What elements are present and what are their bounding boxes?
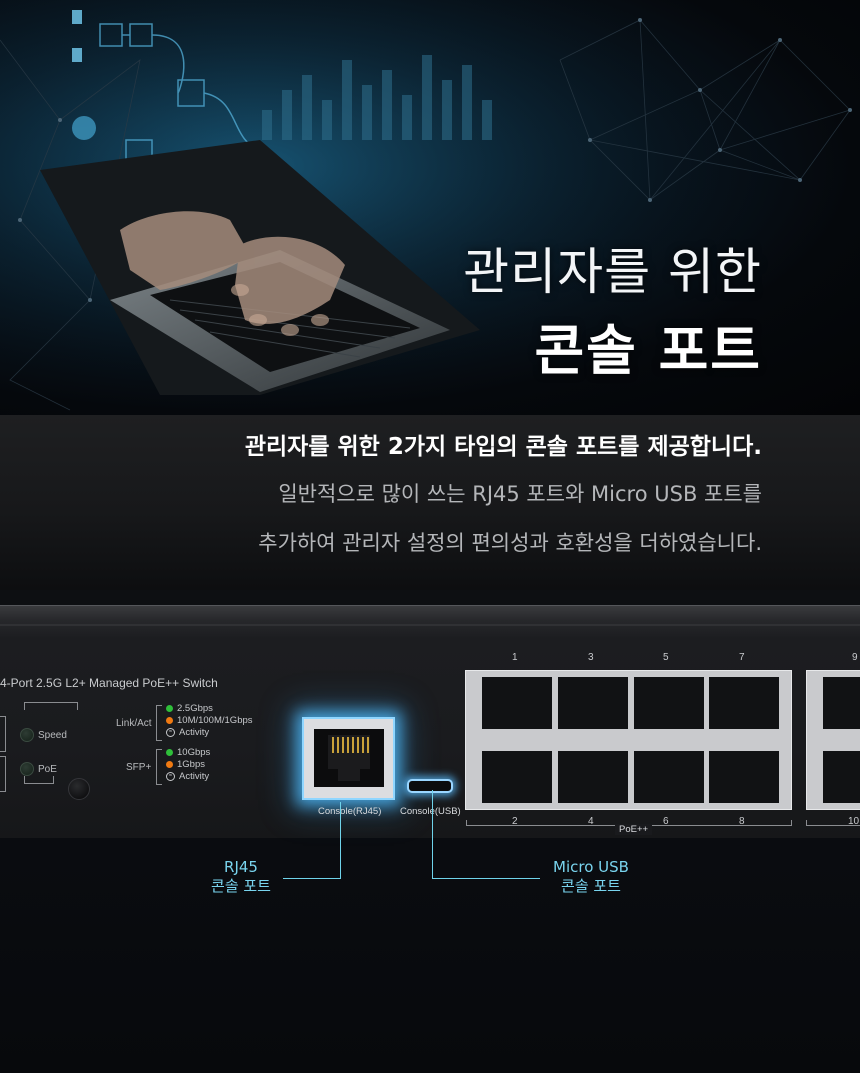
indicator-bracket [24,776,54,784]
legend-row: 10Gbps [166,747,210,758]
poe-led [20,762,34,776]
ethernet-port-block [465,670,792,810]
ethernet-port-8[interactable] [709,751,779,803]
legend-row: 2.5Gbps [166,703,213,714]
ethernet-port-4[interactable] [558,751,628,803]
speed-led [20,728,34,742]
panel-rim [0,624,860,626]
switch-front-panel: 4-Port 2.5G L2+ Managed PoE++ Switch Spe… [0,605,860,838]
legend-label: Activity [179,771,210,782]
rj45-jack [314,729,384,787]
legend-row: ≈ Activity [166,727,209,738]
ethernet-port-9[interactable] [823,677,860,729]
intro-section: 관리자를 위한 2가지 타입의 콘솔 포트를 제공합니다. 일반적으로 많이 쓰… [0,415,860,590]
legend-bracket [156,705,162,741]
legend-label: 1Gbps [177,759,205,770]
legend-bracket [156,749,162,785]
green-led-icon [166,705,173,712]
hero-title-line1: 관리자를 위한 [463,243,762,301]
port-number: 5 [663,652,669,663]
sfp-title: SFP+ [126,762,152,773]
port-number: 8 [739,816,745,827]
hero-banner: 관리자를 위한 콘솔 포트 [0,0,860,415]
poe-label: PoE [38,764,57,775]
link-act-title: Link/Act [116,718,152,729]
orange-led-icon [166,761,173,768]
ethernet-port-5[interactable] [634,677,704,729]
legend-row: 10M/100M/1Gbps [166,715,253,726]
orange-led-icon [166,717,173,724]
device-section: 4-Port 2.5G L2+ Managed PoE++ Switch Spe… [0,590,860,1073]
hero-title: 관리자를 위한 콘솔 포트 [463,232,762,385]
rj45-callout-line1: RJ45 [224,858,258,876]
indicator-bracket [0,716,6,752]
console-usb-port[interactable] [407,779,453,793]
port-number: 6 [663,816,669,827]
ethernet-port-7[interactable] [709,677,779,729]
green-led-icon [166,749,173,756]
indicator-bracket [24,702,78,710]
intro-description-line1: 일반적으로 많이 쓰는 RJ45 포트와 Micro USB 포트를 [278,482,762,506]
legend-label: 2.5Gbps [177,703,213,714]
console-rj45-label: Console(RJ45) [318,806,382,817]
hero-title-line2: 콘솔 포트 [534,319,762,382]
rj45-callout: RJ45 콘솔 포트 [206,858,276,896]
usb-callout-line [432,790,433,878]
console-rj45-port[interactable] [302,717,395,800]
model-label: 4-Port 2.5G L2+ Managed PoE++ Switch [0,676,218,690]
reset-button[interactable] [68,778,90,800]
ethernet-port-10[interactable] [823,751,860,803]
ethernet-port-6[interactable] [634,751,704,803]
rj45-callout-line [340,802,341,878]
hero-illustration [0,0,860,415]
port-number: 1 [512,652,518,663]
usb-callout-line [432,878,540,879]
usb-callout-line2: 콘솔 포트 [561,877,621,895]
legend-row: ≈ Activity [166,771,209,782]
port-number: 9 [852,652,858,663]
rj45-callout-line [283,878,341,879]
legend-label: 10Gbps [177,747,211,758]
port-number: 3 [588,652,594,663]
port-number: 4 [588,816,594,827]
ethernet-port-3[interactable] [558,677,628,729]
console-usb-label: Console(USB) [400,806,461,817]
legend-label: Activity [179,727,210,738]
poe-bracket [806,820,860,826]
intro-headline: 관리자를 위한 2가지 타입의 콘솔 포트를 제공합니다. [244,434,762,460]
activity-icon: ≈ [166,772,175,781]
activity-icon: ≈ [166,728,175,737]
port-number: 7 [739,652,745,663]
ethernet-port-2[interactable] [482,751,552,803]
indicator-bracket [0,756,6,792]
intro-description-line2: 추가하여 관리자 설정의 편의성과 호환성을 더하였습니다. [258,531,762,555]
poe-label: PoE++ [615,824,653,835]
rj45-callout-line2: 콘솔 포트 [211,877,271,895]
ethernet-port-1[interactable] [482,677,552,729]
speed-label: Speed [38,730,67,741]
ethernet-port-block [806,670,860,810]
legend-label: 10M/100M/1Gbps [177,715,253,726]
port-number: 10 [848,816,860,827]
usb-callout-line1: Micro USB [553,858,629,876]
usb-callout: Micro USB 콘솔 포트 [548,858,634,896]
port-number: 2 [512,816,518,827]
legend-row: 1Gbps [166,759,205,770]
